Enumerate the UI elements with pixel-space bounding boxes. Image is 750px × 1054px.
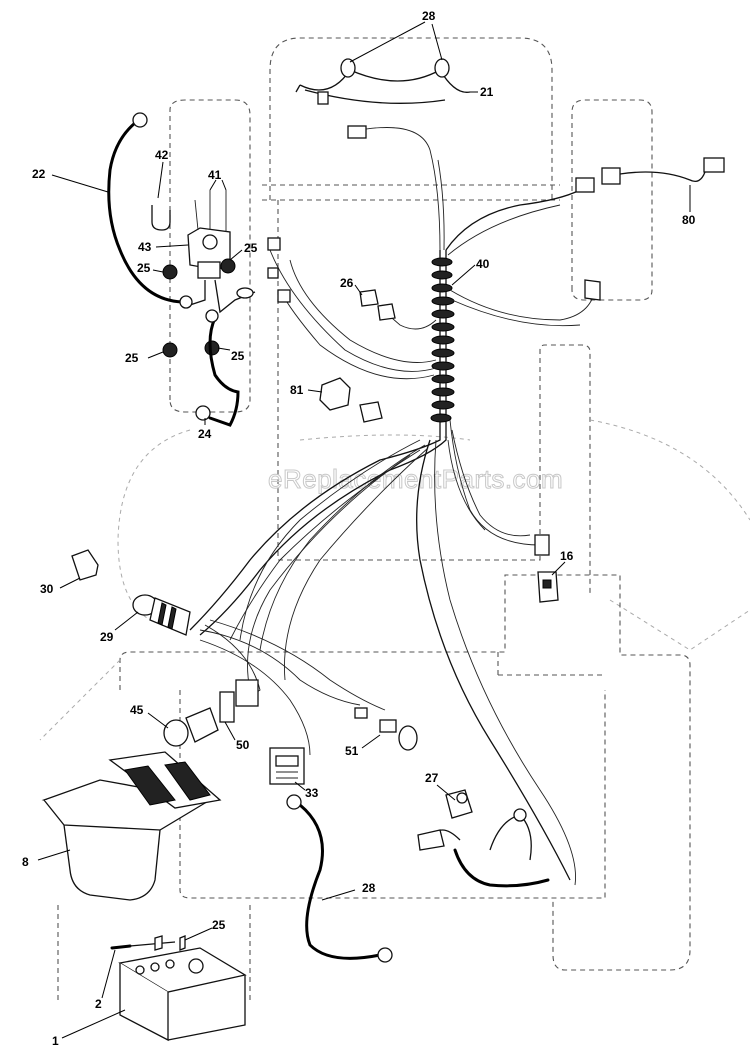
callout-43: 43 bbox=[138, 240, 152, 254]
callout-51: 50 bbox=[236, 738, 250, 752]
hour-meter-45 bbox=[269, 747, 305, 785]
cable-25 bbox=[208, 316, 240, 427]
callout-labels: 28 21 22 42 41 43 25 25 25 25 24 40 26 8… bbox=[22, 9, 696, 1048]
callout-50: 45 bbox=[130, 703, 144, 717]
relay-81 bbox=[319, 377, 351, 411]
callout-22: 28 bbox=[422, 9, 436, 23]
callout-25: 24 bbox=[198, 427, 212, 441]
switch-29 bbox=[445, 789, 473, 819]
cable-24 bbox=[107, 121, 184, 304]
cable-28 bbox=[298, 803, 382, 960]
callout-1: 1 bbox=[52, 1034, 59, 1048]
callout-30: 29 bbox=[100, 630, 114, 644]
callout-45: 33 bbox=[305, 786, 319, 800]
callout-80: 80 bbox=[682, 213, 696, 227]
harness-coil bbox=[430, 257, 455, 423]
main-harness-40 bbox=[189, 125, 725, 886]
battery-box-8 bbox=[41, 751, 222, 901]
connector-26 bbox=[359, 289, 396, 321]
callout-24: 22 bbox=[32, 167, 46, 181]
callout-27-b: 25 bbox=[137, 261, 151, 275]
callout-41: 41 bbox=[208, 168, 222, 182]
callout-52: 51 bbox=[345, 744, 359, 758]
callout-16: 16 bbox=[560, 549, 574, 563]
callout-40: 40 bbox=[476, 257, 490, 271]
leader-lines bbox=[37, 21, 691, 1039]
connector-16 bbox=[534, 534, 559, 603]
tractor-outline bbox=[39, 37, 750, 1000]
solenoid-assembly bbox=[151, 190, 256, 358]
callout-28: 28 bbox=[362, 881, 376, 895]
ignition-switch-30 bbox=[132, 594, 191, 636]
callout-27-d: 25 bbox=[231, 349, 245, 363]
switch-50-51 bbox=[163, 679, 259, 747]
battery-1 bbox=[118, 947, 247, 1042]
lamp-52 bbox=[354, 707, 418, 751]
key-33 bbox=[71, 549, 99, 581]
watermark-text: eReplacementParts.com bbox=[268, 464, 563, 494]
callout-29: 27 bbox=[425, 771, 439, 785]
callout-27-a: 25 bbox=[244, 241, 258, 255]
battery-cable-2 bbox=[110, 935, 186, 951]
callout-81: 81 bbox=[290, 383, 304, 397]
callout-2: 2 bbox=[95, 997, 102, 1011]
callout-27-e: 25 bbox=[212, 918, 226, 932]
callout-8: 8 bbox=[22, 855, 29, 869]
headlight-assembly bbox=[295, 58, 471, 105]
callout-27-c: 25 bbox=[125, 351, 139, 365]
callout-21: 21 bbox=[480, 85, 494, 99]
callout-33: 30 bbox=[40, 582, 54, 596]
callout-26: 26 bbox=[340, 276, 354, 290]
callout-42: 42 bbox=[155, 148, 169, 162]
coil-cord bbox=[417, 808, 550, 888]
